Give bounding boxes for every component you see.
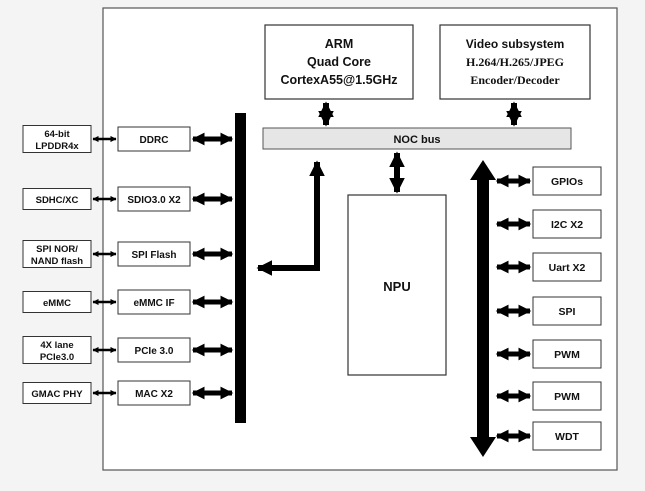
- internal-ddrc: DDRC: [117, 126, 191, 152]
- external-label-line2: NAND flash: [31, 256, 83, 267]
- internal-label: eMMC IF: [133, 298, 174, 309]
- video-line1: Video subsystem: [466, 37, 564, 51]
- right-peripheral-bus: [470, 160, 496, 457]
- left-row-spi-flash: SPI NOR/NAND flash SPI Flash: [22, 240, 234, 268]
- npu-label: NPU: [383, 279, 410, 294]
- arm-cpu-block: ARM Quad Core CortexA55@1.5GHz: [264, 24, 414, 100]
- peripheral-uart-x2: Uart X2: [532, 252, 602, 282]
- external-label-line1: 4X lane: [40, 340, 73, 351]
- peripheral-label: PWM: [554, 391, 580, 403]
- peripheral-label: GPIOs: [551, 176, 583, 188]
- arm-line2: Quad Core: [307, 55, 371, 69]
- peripheral-pwm: PWM: [532, 381, 602, 411]
- internal-sdio3-0-x2: SDIO3.0 X2: [117, 186, 191, 212]
- right-row-i2c-x2: I2C X2: [495, 209, 602, 239]
- noc-left-bus-arrow: [256, 160, 325, 276]
- external-label-line2: LPDDR4x: [35, 141, 79, 152]
- peripheral-label: SPI: [559, 306, 576, 318]
- external-sdhc-xc: SDHC/XC: [22, 188, 92, 210]
- peripheral-label: PWM: [554, 349, 580, 361]
- arm-line3: CortexA55@1.5GHz: [280, 73, 397, 87]
- external-gmac-phy: GMAC PHY: [22, 382, 92, 404]
- peripheral-label: I2C X2: [551, 219, 583, 231]
- right-row-wdt: WDT: [495, 421, 602, 451]
- external-label: eMMC: [43, 298, 71, 309]
- left-row-emmc-if: eMMC eMMC IF: [22, 289, 234, 315]
- internal-pcie-3-0: PCIe 3.0: [117, 337, 191, 363]
- video-line3: Encoder/Decoder: [470, 73, 560, 87]
- noc-bus: NOC bus: [262, 127, 572, 150]
- internal-label: MAC X2: [135, 389, 173, 400]
- right-row-pwm: PWM: [495, 381, 602, 411]
- arm-line1: ARM: [325, 37, 353, 51]
- internal-label: SDIO3.0 X2: [127, 195, 181, 206]
- internal-mac-x2: MAC X2: [117, 380, 191, 406]
- video-subsystem-block: Video subsystem H.264/H.265/JPEG Encoder…: [439, 24, 591, 100]
- external-spi-nor: SPI NOR/NAND flash: [22, 240, 92, 268]
- npu-block: NPU: [347, 194, 447, 376]
- external-label-line1: 64-bit: [44, 129, 70, 140]
- external-emmc: eMMC: [22, 291, 92, 313]
- internal-spi-flash: SPI Flash: [117, 241, 191, 267]
- left-peripheral-bus: [235, 113, 246, 423]
- external-label: SDHC/XC: [36, 195, 79, 206]
- left-row-mac-x2: GMAC PHY MAC X2: [22, 380, 234, 406]
- external-label: GMAC PHY: [31, 389, 83, 400]
- internal-label: PCIe 3.0: [135, 346, 174, 357]
- noc-bus-label: NOC bus: [393, 134, 440, 146]
- internal-emmc-if: eMMC IF: [117, 289, 191, 315]
- peripheral-gpios: GPIOs: [532, 166, 602, 196]
- external-label-line2: PCIe3.0: [40, 352, 74, 363]
- internal-label: DDRC: [140, 135, 169, 146]
- peripheral-spi: SPI: [532, 296, 602, 326]
- right-row-uart-x2: Uart X2: [495, 252, 602, 282]
- right-row-pwm: PWM: [495, 339, 602, 369]
- peripheral-wdt: WDT: [532, 421, 602, 451]
- internal-label: SPI Flash: [131, 250, 176, 261]
- peripheral-i2c-x2: I2C X2: [532, 209, 602, 239]
- peripheral-pwm: PWM: [532, 339, 602, 369]
- left-row-sdio3-0-x2: SDHC/XC SDIO3.0 X2: [22, 186, 234, 212]
- right-row-gpios: GPIOs: [495, 166, 602, 196]
- video-line2: H.264/H.265/JPEG: [466, 55, 564, 69]
- peripheral-label: WDT: [555, 431, 579, 443]
- right-row-spi: SPI: [495, 296, 602, 326]
- external-label-line1: SPI NOR/: [36, 244, 78, 255]
- peripheral-label: Uart X2: [549, 262, 586, 274]
